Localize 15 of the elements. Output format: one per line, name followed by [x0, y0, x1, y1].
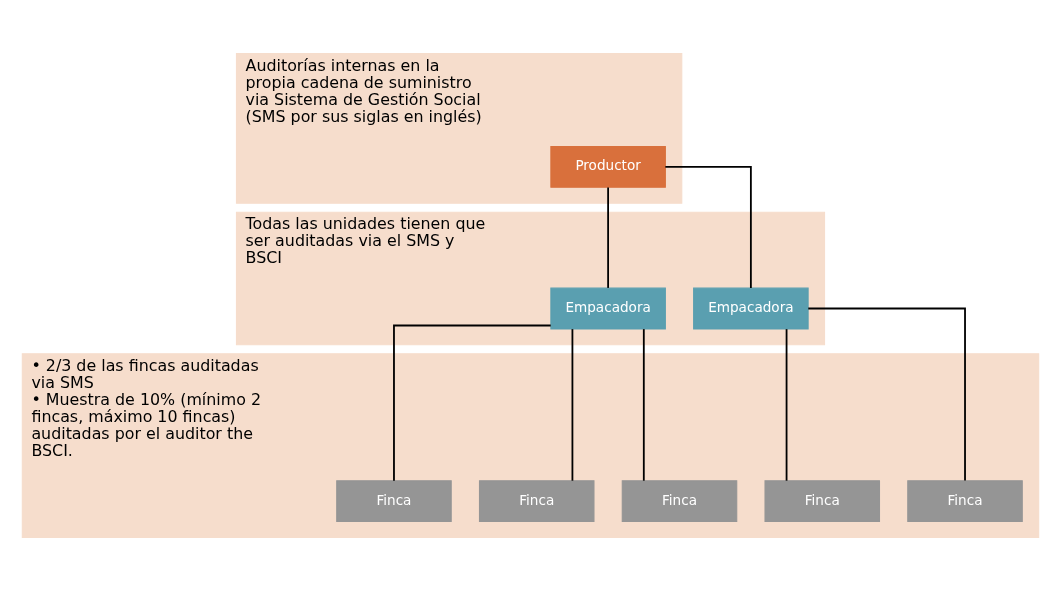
node-box: Finca — [764, 479, 881, 522]
connector — [571, 327, 574, 482]
node-box: Empacadora — [550, 287, 666, 329]
node-box: Productor — [550, 145, 666, 188]
node-box: Finca — [621, 479, 738, 522]
connector — [642, 327, 645, 482]
connector — [393, 324, 552, 482]
node-box: Finca — [336, 479, 452, 522]
connector — [607, 186, 609, 289]
connector — [807, 307, 966, 481]
node-box: Empacadora — [693, 287, 809, 329]
connector — [664, 165, 752, 289]
connector — [785, 327, 788, 482]
node-box: Finca — [907, 479, 1023, 522]
node-box: Finca — [478, 479, 595, 522]
